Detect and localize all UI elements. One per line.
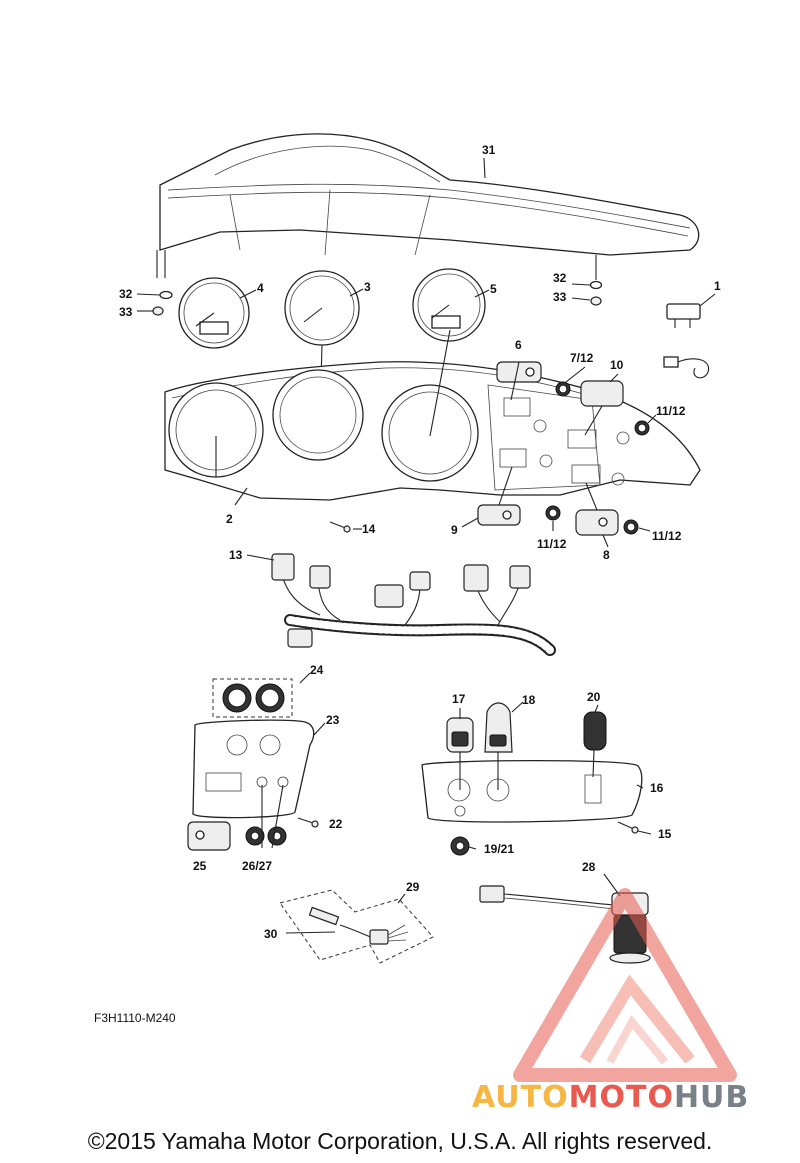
callout-14: 14	[362, 522, 376, 536]
callout-8: 8	[603, 548, 610, 562]
callout-2: 2	[226, 512, 233, 526]
callout-11-12-c: 11/12	[652, 529, 682, 543]
callout-26-27: 26/27	[242, 859, 272, 873]
callout-30: 30	[264, 927, 278, 941]
callout-16: 16	[650, 781, 664, 795]
power-outlet-part-17	[446, 717, 474, 790]
accessory-panel-part-16	[421, 759, 643, 823]
callout-23: 23	[326, 713, 340, 727]
usb-outlet-part-18	[484, 702, 513, 790]
callout-20: 20	[587, 690, 601, 704]
callout-11-12-b: 11/12	[537, 537, 567, 551]
switch-part-6	[496, 361, 542, 401]
top-cover-part	[156, 133, 700, 280]
diagram-code: F3H1110-M240	[94, 1011, 176, 1025]
callout-11-12-a: 11/12	[656, 404, 686, 418]
watermark-part-moto: MOTO	[568, 1080, 674, 1115]
cap-part-19-21	[450, 836, 470, 856]
grommet-parts-26-27	[245, 784, 287, 849]
callout-4: 4	[257, 281, 264, 295]
callout-29: 29	[406, 880, 420, 894]
callout-28: 28	[582, 860, 596, 874]
callout-7-12: 7/12	[570, 351, 594, 365]
tachometer-gauge-part	[178, 277, 250, 349]
trim-gauge-part	[412, 268, 486, 342]
callout-24: 24	[310, 663, 324, 677]
callout-17: 17	[452, 692, 466, 706]
callout-5: 5	[490, 282, 497, 296]
callout-labels: 31 32 33 4 3 5 32 33 1 6 7/12 10 11/12 2…	[119, 143, 721, 941]
watermark-part-hub: HUB	[673, 1080, 750, 1115]
switch-part-9	[477, 466, 521, 526]
callout-32-right: 32	[553, 271, 567, 285]
callout-15: 15	[658, 827, 672, 841]
knob-parts-24	[212, 678, 293, 718]
sensor-kit-part-29-30	[279, 889, 434, 964]
screw-part-15	[617, 821, 639, 834]
screw-part-22	[297, 817, 319, 828]
cap-parts	[545, 381, 650, 535]
rocker-switch-part-25	[187, 821, 231, 851]
screw-part-14	[329, 521, 351, 533]
callout-6: 6	[515, 338, 522, 352]
callout-10: 10	[610, 358, 624, 372]
callout-9: 9	[451, 523, 458, 537]
watermark-part-auto: AUTO	[472, 1080, 569, 1115]
copyright-text: ©2015 Yamaha Motor Corporation, U.S.A. A…	[87, 1128, 713, 1154]
switch-part-10	[580, 380, 624, 436]
callout-31: 31	[482, 143, 496, 157]
leader-lines	[136, 157, 716, 934]
callout-13: 13	[229, 548, 243, 562]
washer-nut-right	[589, 280, 603, 306]
switch-part-20	[583, 711, 607, 778]
watermark-text: AUTOMOTOHUB	[472, 1080, 749, 1115]
callout-25: 25	[193, 859, 207, 873]
callout-3: 3	[364, 280, 371, 294]
callout-32-left: 32	[119, 287, 133, 301]
switch-part-8	[575, 482, 619, 536]
instrument-panel-part	[164, 329, 701, 501]
callout-33-right: 33	[553, 290, 567, 304]
callout-22: 22	[329, 817, 343, 831]
watermark-logo	[513, 888, 737, 1082]
sensor-unit-part	[663, 303, 710, 379]
callout-33-left: 33	[119, 305, 133, 319]
washer-nut-left	[152, 290, 173, 316]
callout-19-21: 19/21	[484, 842, 514, 856]
wire-harness-part	[271, 553, 556, 656]
callout-18: 18	[522, 693, 536, 707]
switch-panel-part-23	[192, 719, 315, 819]
callout-1: 1	[714, 279, 721, 293]
